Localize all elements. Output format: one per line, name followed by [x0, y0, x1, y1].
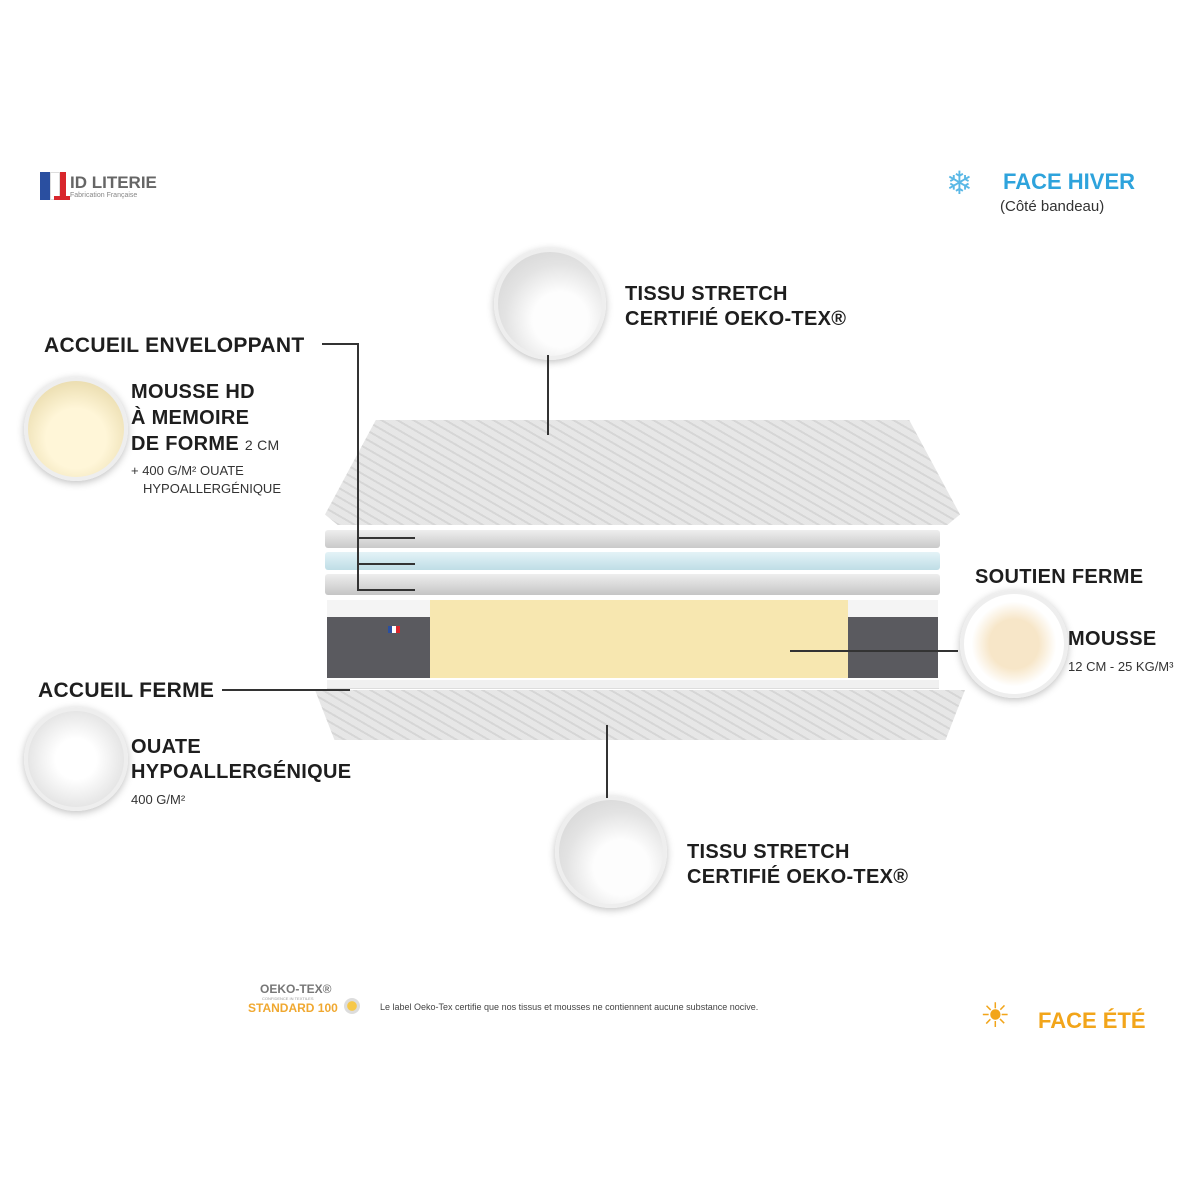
top-fabric-label: TISSU STRETCH CERTIFIÉ OEKO-TEX® — [625, 282, 846, 332]
desc-line: MOUSSE HD — [131, 381, 255, 403]
leader-line — [322, 343, 359, 345]
leader-line — [357, 589, 415, 591]
bottom-fabric-line2: CERTIFIÉ OEKO-TEX® — [687, 866, 909, 888]
wadding-image — [24, 707, 128, 811]
soutien-ferme-title: SOUTIEN FERME — [975, 566, 1144, 588]
soutien-ferme-material: MOUSSE — [1068, 628, 1157, 650]
oekotex-logo: OEKO-TEX® CONFIDENCE IN TEXTILES STANDAR… — [248, 982, 373, 1015]
support-foam-image — [960, 590, 1068, 698]
oekotex-logo-top: OEKO-TEX® — [260, 982, 332, 996]
accueil-enveloppant-title: ACCUEIL ENVELOPPANT — [44, 334, 305, 357]
oekotex-note: Le label Oeko-Tex certifie que nos tissu… — [380, 1002, 759, 1012]
memory-foam-layer — [325, 552, 940, 570]
top-fabric-line2: CERTIFIÉ OEKO-TEX® — [625, 308, 847, 330]
top-fabric-image — [494, 248, 606, 360]
accueil-enveloppant-desc: MOUSSE HD À MEMOIRE DE FORME 2 CM — [131, 379, 279, 458]
bottom-quilted-layer — [315, 690, 965, 740]
soutien-ferme-spec: 12 CM - 25 KG/M³ — [1068, 659, 1174, 674]
accueil-ferme-title: ACCUEIL FERME — [38, 679, 215, 702]
comfort-layer-grey-2 — [325, 574, 940, 595]
face-ete-title: FACE ÉTÉ — [1038, 1008, 1146, 1033]
memory-foam-image — [24, 377, 128, 481]
bottom-fabric-label: TISSU STRETCH CERTIFIÉ OEKO-TEX® — [687, 840, 908, 890]
leader-line — [357, 563, 415, 565]
top-quilted-layer — [325, 420, 960, 525]
desc-line: HYPOALLERGÉNIQUE — [131, 761, 352, 783]
brand-name: ID LITERIE — [70, 173, 157, 192]
top-fabric-line1: TISSU STRETCH — [625, 283, 788, 305]
leader-line — [790, 650, 958, 652]
snowflake-icon: ❄ — [946, 165, 973, 201]
comfort-layer-grey — [325, 530, 940, 548]
desc-line: À MEMOIRE — [131, 407, 250, 429]
leader-line — [606, 725, 608, 798]
accueil-ferme-spec: 400 G/M² — [131, 792, 186, 807]
oekotex-logo-bottom: STANDARD 100 — [248, 1001, 338, 1015]
extra-line: HYPOALLERGÉNIQUE — [143, 481, 281, 496]
leader-line — [222, 689, 350, 691]
firm-wadding-layer — [327, 680, 939, 689]
flag-icon — [388, 626, 400, 633]
sun-icon: ☀ — [980, 997, 1011, 1035]
leader-line — [357, 343, 359, 591]
face-hiver-title: FACE HIVER — [1003, 169, 1136, 194]
core-side-left — [327, 600, 432, 678]
core-side-right — [848, 600, 938, 678]
leader-line — [547, 355, 549, 435]
desc-line: OUATE — [131, 736, 202, 758]
oekotex-flower-icon — [344, 998, 360, 1014]
desc-line: DE FORME — [131, 433, 239, 455]
extra-line: + 400 G/M² OUATE — [131, 463, 244, 478]
brand-tagline: Fabrication Française — [70, 192, 138, 199]
accueil-ferme-desc: OUATE HYPOALLERGÉNIQUE — [131, 735, 351, 785]
bottom-fabric-line1: TISSU STRETCH — [687, 841, 850, 863]
leader-line — [357, 537, 415, 539]
size-value: 2 CM — [244, 437, 280, 453]
oekotex-logo-mid: CONFIDENCE IN TEXTILES — [262, 996, 314, 1001]
face-hiver-subtitle: (Côté bandeau) — [1000, 198, 1105, 215]
bottom-fabric-image — [555, 796, 667, 908]
accueil-enveloppant-extra: + 400 G/M² OUATE HYPOALLERGÉNIQUE — [131, 462, 281, 498]
support-foam-core — [430, 600, 848, 678]
